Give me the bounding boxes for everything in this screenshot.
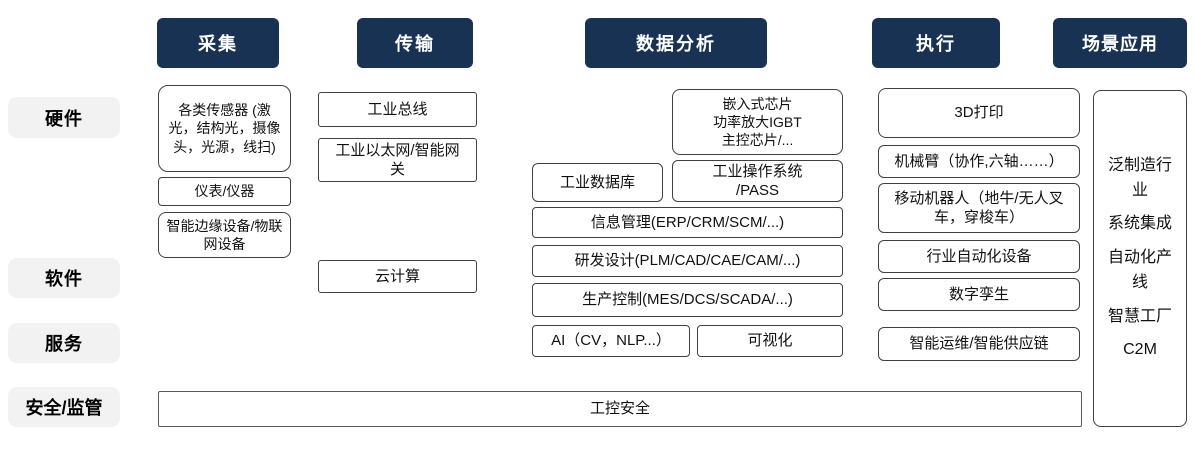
chips-line-2: 功率放大IGBT bbox=[713, 113, 802, 130]
chips-line-1: 嵌入式芯片 bbox=[722, 95, 793, 112]
header-transmit: 传输 bbox=[357, 18, 473, 68]
header-scenario: 场景应用 bbox=[1053, 18, 1187, 68]
chips-line-3: 主控芯片/... bbox=[721, 132, 794, 149]
row-label-hardware: 硬件 bbox=[8, 97, 120, 138]
box-ics-security: 工控安全 bbox=[158, 391, 1082, 427]
box-smart-ops-supply-chain: 智能运维/智能供应链 bbox=[878, 327, 1080, 361]
row-label-security: 安全/监管 bbox=[8, 387, 120, 427]
box-digital-twin: 数字孪生 bbox=[878, 278, 1080, 311]
os-line-2: /PASS bbox=[735, 182, 780, 199]
box-instruments: 仪表/仪器 bbox=[158, 177, 291, 206]
scenario-line-2: 系统集成 bbox=[1107, 215, 1172, 233]
row-label-service: 服务 bbox=[8, 323, 120, 363]
box-ai: AI（CV，NLP...） bbox=[532, 325, 690, 357]
scenario-line-5: C2M bbox=[1123, 341, 1157, 359]
os-line-1: 工业操作系统 bbox=[712, 162, 803, 180]
box-robot-arm: 机械臂（协作,六轴……） bbox=[878, 145, 1080, 178]
box-cloud-computing: 云计算 bbox=[318, 260, 477, 293]
box-industrial-database: 工业数据库 bbox=[532, 163, 663, 202]
box-edge-devices: 智能边缘设备/物联网设备 bbox=[158, 212, 291, 258]
box-ethernet-gateway: 工业以太网/智能网关 bbox=[318, 138, 477, 182]
box-industrial-os: 工业操作系统 /PASS bbox=[672, 160, 843, 202]
box-sensors: 各类传感器 (激光，结构光，摄像头，光源，线扫) bbox=[158, 85, 291, 172]
box-scenario-applications: 泛制造行业 系统集成 自动化产线 智慧工厂 C2M bbox=[1093, 90, 1187, 427]
box-embedded-chips: 嵌入式芯片 功率放大IGBT 主控芯片/... bbox=[672, 89, 843, 155]
scenario-line-1: 泛制造行业 bbox=[1107, 156, 1172, 199]
box-rnd-design: 研发设计(PLM/CAD/CAE/CAM/...) bbox=[532, 245, 843, 277]
scenario-line-4: 智慧工厂 bbox=[1107, 307, 1172, 325]
box-industry-automation: 行业自动化设备 bbox=[878, 240, 1080, 273]
header-analysis: 数据分析 bbox=[585, 18, 767, 68]
box-3d-printing: 3D打印 bbox=[878, 88, 1080, 138]
box-visualization: 可视化 bbox=[697, 325, 843, 357]
box-industrial-bus: 工业总线 bbox=[318, 92, 477, 127]
box-mobile-robot: 移动机器人（地牛/无人叉车，穿梭车） bbox=[878, 183, 1080, 233]
scenario-line-3: 自动化产线 bbox=[1107, 249, 1172, 291]
header-execute: 执行 bbox=[872, 18, 1000, 68]
row-label-software: 软件 bbox=[8, 258, 120, 298]
header-collect: 采集 bbox=[157, 18, 279, 68]
box-info-management: 信息管理(ERP/CRM/SCM/...) bbox=[532, 207, 843, 238]
box-production-control: 生产控制(MES/DCS/SCADA/...) bbox=[532, 283, 843, 317]
